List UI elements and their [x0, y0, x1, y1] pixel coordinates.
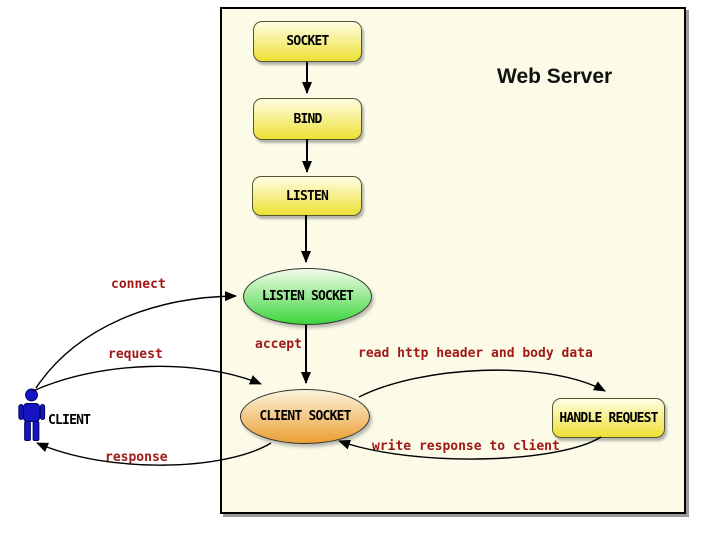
- edge-label-request: request: [108, 347, 163, 362]
- web-server-title: Web Server: [497, 65, 613, 88]
- node-listen: LISTEN: [252, 176, 362, 216]
- node-client-socket-label: CLIENT SOCKET: [259, 409, 351, 424]
- node-socket-label: SOCKET: [286, 34, 329, 49]
- edge-label-connect: connect: [111, 277, 166, 292]
- arrow-connect: [35, 291, 237, 389]
- edge-label-accept: accept: [255, 337, 302, 352]
- node-listen-socket: LISTEN SOCKET: [243, 268, 372, 325]
- node-bind: BIND: [253, 98, 362, 140]
- edge-label-read-http: read http header and body data: [358, 346, 593, 361]
- client-person-icon: [18, 388, 46, 441]
- node-handle-request-label: HANDLE REQUEST: [559, 410, 658, 426]
- node-listen-label: LISTEN: [285, 188, 329, 204]
- edge-label-write-response: write response to client: [372, 439, 560, 454]
- node-handle-request: HANDLE REQUEST: [552, 398, 665, 438]
- node-bind-label: BIND: [293, 111, 322, 127]
- node-socket: SOCKET: [253, 21, 362, 62]
- node-client-socket: CLIENT SOCKET: [240, 389, 370, 444]
- node-listen-socket-label: LISTEN SOCKET: [261, 289, 354, 304]
- client-actor-label: CLIENT: [48, 413, 91, 428]
- edge-label-response: response: [105, 450, 168, 465]
